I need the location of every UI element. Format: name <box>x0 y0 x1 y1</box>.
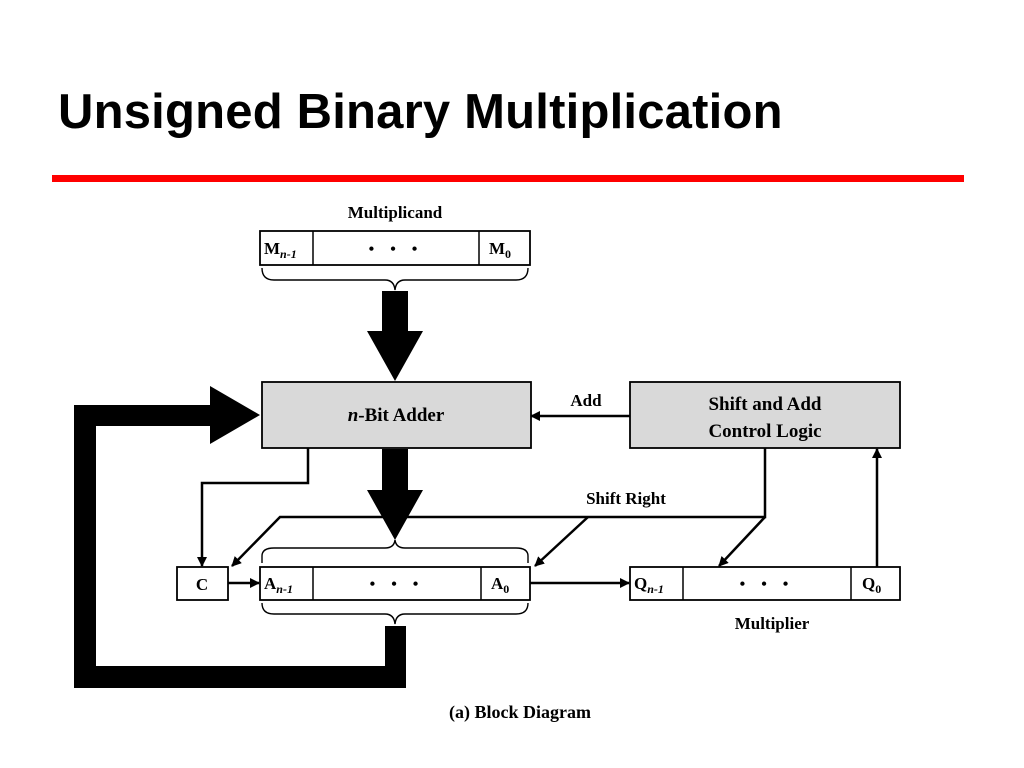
multiplicand-register: Mn-1 • • • M0 <box>259 230 531 266</box>
control-logic-line-2: Control Logic <box>708 421 821 442</box>
accumulator-register: An-1 • • • A0 <box>259 566 531 601</box>
control-logic: Shift and Add Control Logic <box>629 381 901 449</box>
title-underline <box>52 175 964 182</box>
multiplicand-brace <box>261 267 529 291</box>
shift-right-lines <box>231 448 767 567</box>
slide-title: Unsigned Binary Multiplication <box>58 85 783 139</box>
multiplicand-label: Multiplicand <box>348 203 443 222</box>
multiplier-register: Qn-1 • • • Q0 <box>629 566 901 601</box>
control-logic-line-1: Shift and Add <box>708 394 821 415</box>
a-register-lower-brace <box>261 602 529 625</box>
a-high-cell: An-1 <box>264 574 293 596</box>
q-high-cell: Qn-1 <box>634 574 664 596</box>
feedback-path-arrow <box>74 386 406 688</box>
adder-to-a-arrow <box>367 449 423 540</box>
svg-text:C: C <box>196 575 208 594</box>
multiplier-label: Multiplier <box>735 614 810 633</box>
carry-register: C <box>176 566 229 601</box>
multiplicand-to-adder-arrow <box>367 291 423 381</box>
m-low-cell: M0 <box>489 239 511 261</box>
shift-right-label: Shift Right <box>586 489 666 508</box>
add-label: Add <box>570 391 602 410</box>
a-register-upper-brace <box>261 539 529 563</box>
diagram-caption: (a) Block Diagram <box>449 702 591 723</box>
q-ellipsis: • • • <box>740 576 795 593</box>
n-bit-adder: n-Bit Adder <box>261 381 532 449</box>
m-high-cell: Mn-1 <box>264 239 297 261</box>
q-low-cell: Q0 <box>862 574 881 596</box>
m-ellipsis: • • • <box>369 241 424 258</box>
a-low-cell: A0 <box>491 574 509 596</box>
carry-out-arrow <box>197 448 310 567</box>
svg-text:n-Bit Adder: n-Bit Adder <box>348 405 445 426</box>
a-ellipsis: • • • <box>370 576 425 593</box>
